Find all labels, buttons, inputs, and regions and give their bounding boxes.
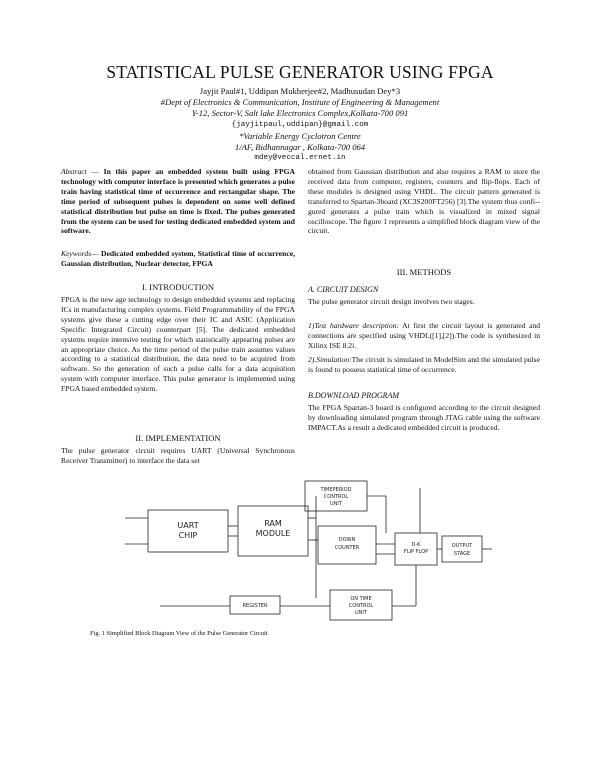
ff-label-1: D-K	[412, 542, 422, 548]
introduction-text: FPGA is the new age technology to design…	[61, 295, 295, 394]
keywords-label: Keywords	[61, 249, 92, 258]
otc-label-2: CONTROL	[349, 603, 374, 609]
paper-title: STATISTICAL PULSE GENERATOR USING FPGA	[106, 62, 494, 82]
abstract: Abstract — In this paper an embedded sys…	[61, 167, 295, 236]
right-column-text: obtained from Gaussian distribution and …	[308, 167, 540, 236]
abstract-dash: —	[86, 167, 104, 176]
uart-label-1: UART	[177, 521, 198, 530]
ram-label-2: MODULE	[256, 529, 291, 538]
item1-label: 1)Test hardware description:	[308, 321, 400, 330]
ram-label-1: RAM	[264, 519, 282, 528]
ontime-control-block	[329, 589, 393, 621]
item2-text: The circuit is simulated in ModelSim and…	[308, 355, 540, 374]
dc-label-1: DOWN	[339, 537, 356, 543]
keywords: Keywords— Dedicated embedded system, Sta…	[61, 249, 295, 269]
tc-label-3: UNIT	[330, 501, 343, 507]
email-1: {jayjitpaul,uddipan}@gmail.com	[231, 120, 369, 129]
output-stage-block	[441, 535, 483, 563]
subsection-circuit-design: A. CIRCUIT DESIGN	[308, 285, 379, 294]
affiliation-3: *Variable Energy Cyclotron Centre	[239, 130, 361, 141]
affiliation-4: 1/AF, Bidhannagar , Kolkata-700 064	[234, 142, 366, 153]
section-heading-methods: III. METHODS	[396, 267, 452, 277]
implementation-text: The pulse generator circuit requires UAR…	[61, 446, 295, 465]
abstract-label: Abstract	[61, 167, 87, 176]
otc-label-3: UNIT	[355, 610, 368, 616]
item1-text: At first the circuit layout is generated…	[308, 321, 540, 350]
affiliation-2: Y-12, Sector-V, Salt lake Electronics Co…	[191, 108, 409, 119]
reg-label: REGISTER	[243, 603, 268, 609]
dc-label-2: COUNTER	[335, 545, 360, 551]
os-label-1: OUTPUT	[452, 543, 473, 549]
keywords-text: Dedicated embedded system, Statistical t…	[61, 249, 295, 268]
email-2: mdey@veccal.ernet.in	[254, 154, 346, 163]
affiliation-1: #Dept of Electronics & Communication, In…	[160, 97, 440, 108]
item-simulation: 2).Simulation:The circuit is simulated i…	[308, 355, 540, 375]
section-heading-implementation: II. IMPLEMENTATION	[135, 433, 221, 443]
author-names: Jayjit Paul#1, Uddipan Mukherjee#2, Madh…	[199, 86, 401, 96]
download-program-text: The FPGA Spartan-3 board is configured a…	[308, 403, 540, 432]
ff-label-2: FLIP FLOP	[404, 549, 428, 555]
tc-label-1: TIMEPERIOD	[320, 487, 352, 493]
register-block	[229, 595, 281, 615]
keywords-dash: —	[91, 249, 102, 258]
otc-label-1: ON TIME	[350, 596, 371, 602]
subsection-download-program: B.DOWNLOAD PROGRAM	[308, 391, 400, 400]
section-heading-introduction: I. INTRODUCTION	[141, 282, 215, 292]
abstract-text: In this paper an embedded system built u…	[61, 167, 296, 236]
ram-module-block	[237, 505, 309, 557]
item2-label: 2).Simulation:	[308, 355, 352, 364]
item-test-hardware: 1)Test hardware description: At first th…	[308, 321, 540, 351]
block-diagram-figure: UART CHIP RAM MODULE TIMEPERIOD CONTROL …	[125, 480, 492, 621]
uart-label-2: CHIP	[179, 531, 198, 540]
uart-chip-block	[147, 509, 229, 553]
down-counter-block	[317, 525, 377, 565]
circuit-design-text: The pulse generator circuit design invol…	[308, 297, 475, 306]
figure-caption: Fig. 1 Simplified Block Diagram View of …	[90, 630, 268, 637]
os-label-2: STAGE	[454, 551, 470, 557]
tc-label-2: CONTROL	[324, 494, 349, 500]
author-block: Jayjit Paul#1, Uddipan Mukherjee#2, Madh…	[0, 86, 600, 164]
